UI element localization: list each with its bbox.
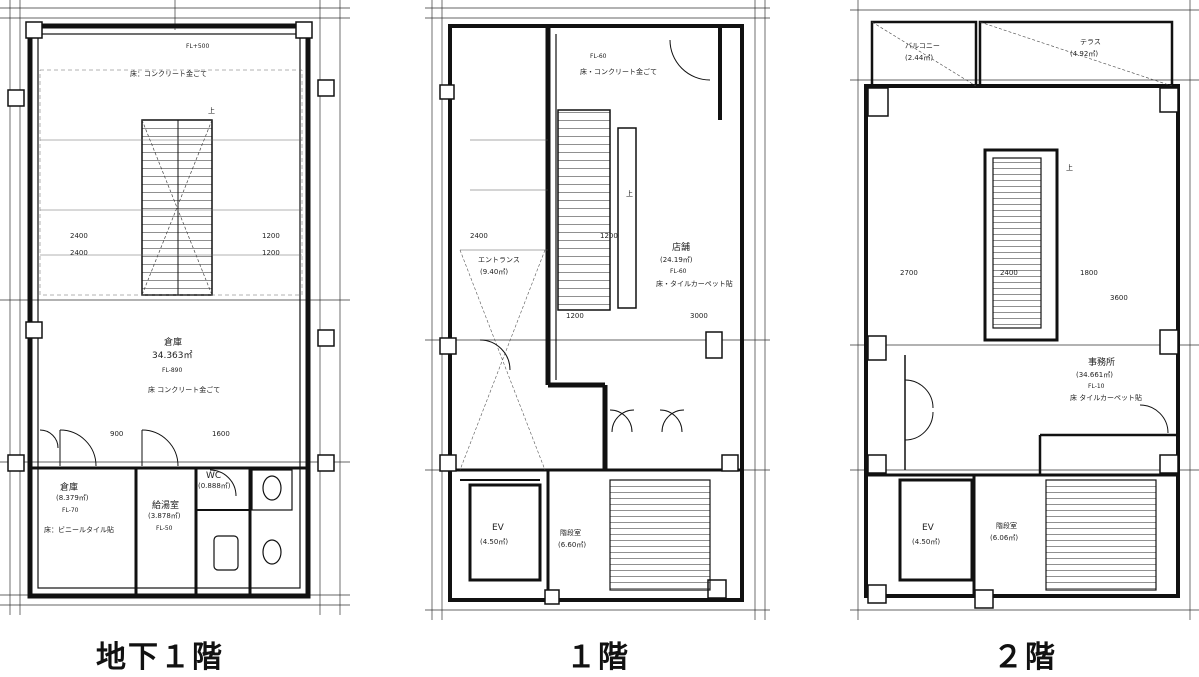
svg-text:FL-70: FL-70 <box>62 507 79 514</box>
columns <box>439 84 739 605</box>
svg-text:2400: 2400 <box>70 249 88 257</box>
floor-1-plan: FL-60 床・コンクリート金ごて 上 店舗 (24.19㎡) FL-60 床・… <box>425 0 770 620</box>
svg-text:床 コンクリート金ごて: 床 コンクリート金ごて <box>148 385 220 394</box>
columns <box>7 21 335 472</box>
svg-text:(4.50㎡): (4.50㎡) <box>480 538 508 546</box>
basement-1-plan: FL+500 床：コンクリート金ごて 上 2400 2400 1200 1200… <box>0 0 350 615</box>
walls <box>27 23 311 599</box>
svg-text:FL-890: FL-890 <box>162 367 182 374</box>
walls <box>448 24 744 602</box>
svg-text:2400: 2400 <box>1000 269 1018 277</box>
svg-text:階段室: 階段室 <box>560 528 581 537</box>
caption-floor-1: １階 <box>566 640 630 675</box>
svg-text:FL-60: FL-60 <box>670 268 687 275</box>
svg-text:床：コンクリート金ごて: 床：コンクリート金ごて <box>130 69 207 78</box>
svg-text:上: 上 <box>208 106 215 115</box>
svg-text:倉庫: 倉庫 <box>164 336 182 348</box>
labels: バルコニー (2.44㎡) テラス (4.92㎡) 上 事務所 (34.661㎡… <box>900 38 1142 546</box>
stair <box>39 69 303 296</box>
svg-text:(3.878㎡): (3.878㎡) <box>148 512 181 520</box>
svg-text:(8.379㎡): (8.379㎡) <box>56 494 89 502</box>
grid-lines <box>850 0 1199 620</box>
svg-text:倉庫: 倉庫 <box>60 481 78 493</box>
svg-text:1200: 1200 <box>262 249 280 257</box>
stair <box>871 21 1173 591</box>
svg-text:FL+500: FL+500 <box>186 43 209 50</box>
walls <box>864 20 1180 598</box>
svg-text:(4.92㎡): (4.92㎡) <box>1070 50 1098 58</box>
svg-text:FL-60: FL-60 <box>590 53 607 60</box>
svg-text:1800: 1800 <box>1080 269 1098 277</box>
svg-text:床：ビニールタイル貼: 床：ビニールタイル貼 <box>44 525 114 534</box>
svg-text:エントランス: エントランス <box>478 256 520 264</box>
doors <box>39 429 237 497</box>
svg-text:2400: 2400 <box>70 232 88 240</box>
svg-text:1200: 1200 <box>262 232 280 240</box>
svg-text:(34.661㎡): (34.661㎡) <box>1076 371 1113 379</box>
svg-text:(9.40㎡): (9.40㎡) <box>480 268 508 276</box>
svg-text:床・コンクリート金ごて: 床・コンクリート金ごて <box>580 67 657 76</box>
svg-text:(6.60㎡): (6.60㎡) <box>558 541 586 549</box>
svg-text:上: 上 <box>1066 163 1073 172</box>
caption-basement-1: 地下１階 <box>96 640 224 675</box>
svg-text:900: 900 <box>110 430 123 438</box>
svg-text:FL-50: FL-50 <box>156 525 173 532</box>
svg-text:EV: EV <box>492 523 505 533</box>
svg-text:階段室: 階段室 <box>996 521 1017 530</box>
svg-text:3600: 3600 <box>1110 294 1128 302</box>
labels: FL+500 床：コンクリート金ごて 上 2400 2400 1200 1200… <box>44 43 280 534</box>
svg-text:事務所: 事務所 <box>1088 356 1115 368</box>
svg-text:上: 上 <box>626 189 633 198</box>
svg-text:(4.50㎡): (4.50㎡) <box>912 538 940 546</box>
svg-text:バルコニー: バルコニー <box>905 42 940 50</box>
svg-text:(0.888㎡): (0.888㎡) <box>198 482 231 490</box>
doors <box>904 379 1169 441</box>
fixtures <box>213 469 293 571</box>
svg-text:34.363㎡: 34.363㎡ <box>152 350 193 361</box>
svg-text:(6.06㎡): (6.06㎡) <box>990 534 1018 542</box>
svg-text:1200: 1200 <box>566 312 584 320</box>
svg-text:床・タイルカーペット貼: 床・タイルカーペット貼 <box>656 279 733 288</box>
svg-text:(2.44㎡): (2.44㎡) <box>905 54 933 62</box>
doors <box>479 39 711 433</box>
svg-text:FL-10: FL-10 <box>1088 383 1105 390</box>
svg-text:床 タイルカーペット貼: 床 タイルカーペット貼 <box>1070 393 1142 402</box>
svg-text:1600: 1600 <box>212 430 230 438</box>
svg-text:テラス: テラス <box>1080 38 1101 46</box>
svg-text:2400: 2400 <box>470 232 488 240</box>
svg-text:1200: 1200 <box>600 232 618 240</box>
svg-text:EV: EV <box>922 523 935 533</box>
columns <box>867 87 1179 609</box>
svg-text:給湯室: 給湯室 <box>152 499 179 511</box>
grid-lines <box>0 0 350 615</box>
caption-floor-2: ２階 <box>993 640 1057 675</box>
stair <box>459 109 711 591</box>
svg-text:3000: 3000 <box>690 312 708 320</box>
floor-2-plan: バルコニー (2.44㎡) テラス (4.92㎡) 上 事務所 (34.661㎡… <box>850 0 1199 620</box>
labels: FL-60 床・コンクリート金ごて 上 店舗 (24.19㎡) FL-60 床・… <box>470 53 733 549</box>
svg-text:WC: WC <box>206 471 221 481</box>
svg-text:店舗: 店舗 <box>672 241 690 253</box>
svg-text:2700: 2700 <box>900 269 918 277</box>
svg-text:(24.19㎡): (24.19㎡) <box>660 256 693 264</box>
